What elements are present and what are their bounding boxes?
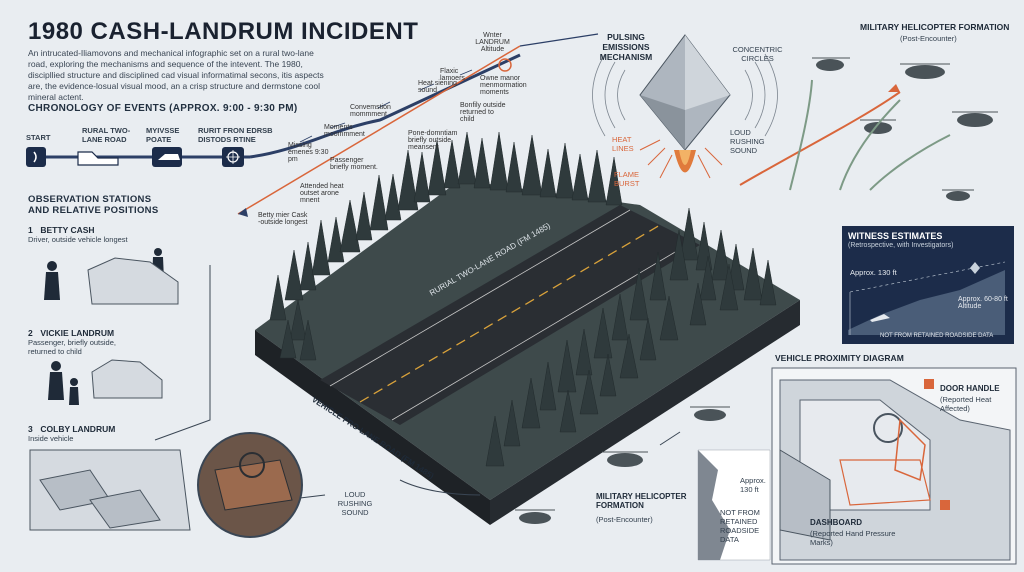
estimates-title: WITNESS ESTIMATES bbox=[848, 231, 943, 241]
door-handle-sub: (Reported Heat Affected) bbox=[940, 395, 992, 413]
dashboard-label: DASHBOARD bbox=[810, 518, 862, 527]
witness-1-desc: Driver, outside vehicle longest bbox=[28, 235, 128, 244]
tl-pone: Pone-domntiam briefly outside meansent bbox=[408, 130, 458, 151]
witness-1: 1 BETTY CASH Driver, outside vehicle lon… bbox=[28, 225, 128, 244]
chronology-heading: CHRONOLOGY OF EVENTS (APPROX. 9:00 - 9:3… bbox=[28, 103, 298, 114]
station-start: START bbox=[26, 133, 51, 142]
tl-missing: Missing emenes 9:30 pm bbox=[288, 142, 329, 163]
witness-1-num: 1 bbox=[28, 225, 33, 235]
witness-3-num: 3 bbox=[28, 424, 33, 434]
page-title: 1980 CASH-LANDRUM INCIDENT bbox=[28, 18, 419, 45]
tl-convrn: Convemstion mommment bbox=[350, 104, 391, 118]
pulsing-label: PULSING EMISSIONS MECHANISM bbox=[599, 32, 653, 62]
tl-winter: Wnter LANDRUM Altitude bbox=[475, 32, 510, 53]
witness-3-desc: Inside vehicle bbox=[28, 434, 74, 443]
tl-attended: Attended heat outset arone mnent bbox=[300, 183, 344, 204]
proximity-heading: VEHICLE PROXIMITY DIAGRAM bbox=[775, 353, 904, 363]
witness-2: 2 VICKIE LANDRUM Passenger, briefly outs… bbox=[28, 328, 138, 356]
witness-2-name: VICKIE LANDRUM bbox=[40, 328, 115, 338]
estimates-approx1: Approx. 130 ft bbox=[850, 268, 897, 277]
door-handle-label: DOOR HANDLE bbox=[940, 384, 1000, 393]
heli-top-sub: (Post-Encounter) bbox=[900, 34, 957, 43]
estimates-footer: NOT FROM RETAINED ROADSIDE DATA bbox=[880, 333, 994, 339]
heli-bottom-sub: (Post-Encounter) bbox=[596, 515, 653, 524]
tl-flaxic: Flaxic lamoers bbox=[440, 68, 465, 82]
proximity-not-from: NOT FROM RETAINED ROADSIDE DATA bbox=[720, 508, 760, 544]
witness-2-desc: Passenger, briefly outside, returned to … bbox=[28, 338, 116, 356]
dashboard-sub: (Reported Hand Pressure Marks) bbox=[810, 529, 896, 547]
loud-sound-label: LOUD RUSHING SOUND bbox=[337, 490, 373, 517]
witness-2-num: 2 bbox=[28, 328, 33, 338]
flame-label: FLAME BURST bbox=[614, 170, 640, 188]
estimates-approx2: Approx. 60-80 ft Altitude bbox=[958, 296, 1008, 310]
station-rurit: RURIT FRON EDRSB DISTODS RTINE bbox=[198, 126, 273, 144]
station-rural-road: RURAL TWO-LANE ROAD bbox=[82, 126, 131, 144]
tl-betty: Betty mier Cask -outside longest bbox=[258, 212, 308, 226]
loud-label: LOUD RUSHING SOUND bbox=[730, 128, 765, 155]
tl-moments: Moments moommment bbox=[324, 124, 365, 138]
heli-top-title: MILITARY HELICOPTER FORMATION bbox=[860, 22, 1010, 32]
tl-bonfily: Bonfily outside returned to child bbox=[460, 102, 506, 123]
station-myivsse: MYIVSSE POATE bbox=[146, 126, 180, 144]
heli-bottom-title: MILITARY HELICOPTER FORMATION bbox=[596, 492, 687, 510]
observation-heading: OBSERVATION STATIONS AND RELATIVE POSITI… bbox=[28, 194, 159, 216]
tl-passenger: Passenger briefly moment. bbox=[330, 157, 378, 171]
tl-heat: Heat siening sound bbox=[418, 80, 457, 94]
estimates-sub: (Retrospective, with Investigators) bbox=[848, 242, 954, 249]
intro-text: An intrucated-Iliamovons and mechanical … bbox=[28, 48, 324, 102]
proximity-approx: Approx. 130 ft bbox=[740, 476, 766, 494]
witness-3: 3 COLBY LANDRUM Inside vehicle bbox=[28, 424, 115, 443]
witness-1-name: BETTY CASH bbox=[40, 225, 95, 235]
heat-lines-label: HEAT LINES bbox=[612, 135, 634, 153]
concentric-label: CONCENTRIC CIRCLES bbox=[732, 45, 783, 63]
witness-3-name: COLBY LANDRUM bbox=[40, 424, 116, 434]
tl-owne: Owne manor menmormation moments bbox=[480, 75, 527, 96]
